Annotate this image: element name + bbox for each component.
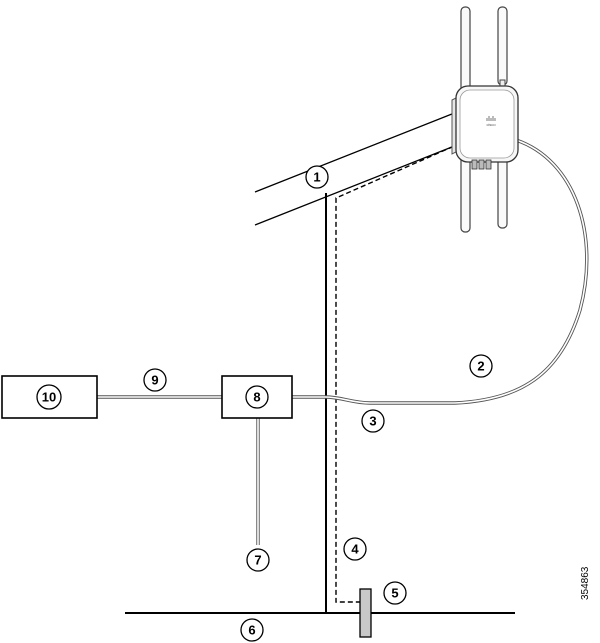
svg-text:8: 8 (253, 390, 260, 405)
callout-5: 5 (383, 581, 407, 605)
callout-9: 9 (143, 368, 167, 392)
cisco-logo-icon: cisco (486, 116, 496, 127)
ethernet-cable (292, 138, 589, 405)
callout-10: 10 (36, 384, 62, 410)
callout-1: 1 (305, 165, 329, 189)
ground-wire-route (335, 139, 469, 603)
access-point: cisco (451, 6, 519, 233)
svg-text:10: 10 (42, 390, 56, 405)
callout-6: 6 (240, 618, 264, 642)
callout-4: 4 (343, 537, 367, 561)
roof-eave (254, 109, 463, 226)
figure-id: 354863 (580, 566, 591, 600)
callout-7: 7 (246, 548, 270, 572)
callout-2: 2 (469, 354, 493, 378)
ground-rod (359, 588, 372, 638)
callout-8: 8 (245, 385, 269, 409)
callout-3: 3 (361, 409, 385, 433)
svg-text:4: 4 (351, 542, 359, 557)
svg-text:6: 6 (248, 623, 255, 638)
svg-text:2: 2 (477, 359, 484, 374)
svg-text:cisco: cisco (486, 122, 496, 127)
svg-text:5: 5 (391, 586, 398, 601)
svg-text:1: 1 (313, 170, 320, 185)
svg-text:9: 9 (151, 373, 158, 388)
svg-text:3: 3 (369, 414, 376, 429)
svg-text:7: 7 (254, 553, 261, 568)
